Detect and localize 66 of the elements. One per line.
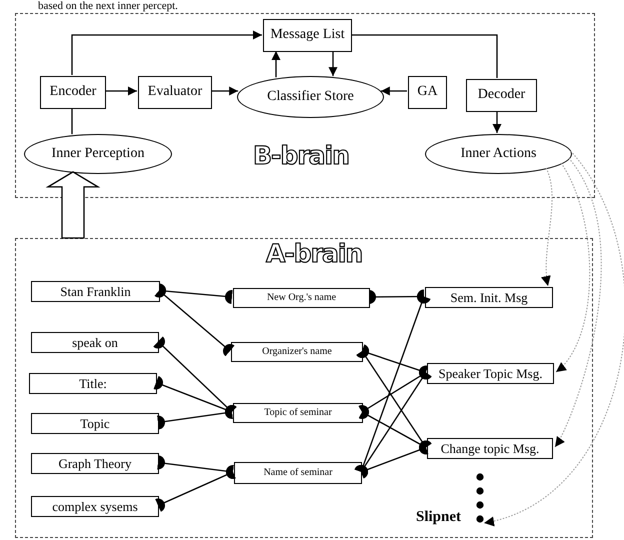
arrow: [484, 150, 624, 525]
process-box: [231, 342, 363, 362]
arrow: [272, 51, 280, 78]
node-label: speak on: [72, 336, 118, 350]
process-box: [31, 413, 159, 434]
link-line: [158, 284, 233, 304]
process-box: [234, 462, 362, 484]
process-box: [29, 373, 157, 394]
process-box: [427, 363, 554, 384]
process-box: [31, 453, 159, 474]
arrow: [71, 30, 262, 75]
node-label: Message List: [270, 28, 345, 43]
process-box: [31, 496, 159, 517]
process-box: [31, 281, 160, 302]
arrow: [542, 168, 552, 286]
arrow: [211, 86, 238, 96]
link-line: [368, 290, 424, 304]
process-box: [31, 332, 159, 353]
arrow: [380, 86, 407, 96]
node-label: Decoder: [478, 88, 526, 103]
node-label: Stan Franklin: [60, 284, 131, 298]
process-box: [233, 403, 363, 423]
link-line: [157, 405, 233, 430]
region-title: B-brain: [253, 141, 349, 170]
region-caption: Slipnet: [416, 509, 462, 526]
node-label: Name of seminar: [264, 468, 332, 478]
arrow: [105, 86, 137, 96]
link-line: [358, 440, 428, 479]
node-label: Classifier Store: [267, 90, 354, 104]
process-box: [427, 438, 553, 459]
dashed-region: [15, 238, 593, 538]
process-box: [263, 19, 352, 52]
dashed-region: [15, 13, 595, 198]
node-label: Topic: [80, 416, 110, 430]
process-box: [408, 76, 447, 109]
node-label: Encoder: [50, 85, 96, 100]
link-line: [354, 294, 431, 474]
process-box: [425, 287, 553, 308]
link-line: [155, 466, 236, 512]
node-label: complex sysems: [52, 500, 138, 514]
region-title: A-brain: [266, 239, 362, 268]
arrow: [554, 158, 602, 448]
arrow: [492, 111, 502, 133]
node-label: Sem. Init. Msg: [450, 290, 528, 304]
node-label: Title:: [79, 376, 107, 390]
connector-line: [71, 108, 73, 134]
process-box: [138, 76, 212, 109]
hollow-arrow: [46, 171, 100, 239]
node-label: Speaker Topic Msg.: [438, 366, 542, 380]
node-label: Inner Perception: [52, 146, 144, 162]
connector-line: [351, 34, 498, 78]
node-label: New Org.'s name: [266, 292, 336, 304]
node-label: Inner Actions: [460, 146, 536, 162]
node-label: GA: [417, 85, 438, 100]
node-label: Evaluator: [148, 85, 202, 100]
node-label: Organizer's name: [262, 346, 332, 358]
node-label: Change topic Msg.: [440, 442, 540, 456]
process-box: [40, 76, 106, 109]
process-box: [233, 288, 370, 308]
arrow: [556, 162, 590, 372]
process-box: [466, 79, 537, 112]
arrow: [328, 51, 338, 76]
caption-text: based on the next inner percept.: [38, 0, 178, 12]
link-line: [154, 285, 235, 356]
node-label: Graph Theory: [58, 456, 132, 470]
node-label: Topic of seminar: [264, 408, 332, 418]
